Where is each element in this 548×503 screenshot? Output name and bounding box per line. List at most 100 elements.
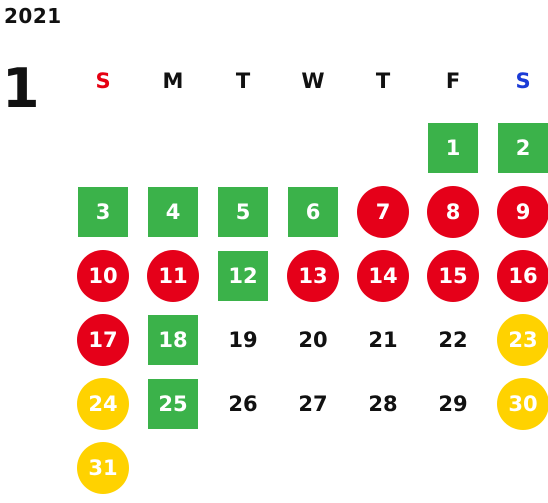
empty-cell xyxy=(208,116,278,180)
day-number: 19 xyxy=(228,328,258,352)
day-number: 25 xyxy=(158,392,188,416)
day-number: 7 xyxy=(375,200,391,224)
day-cell[interactable]: 27 xyxy=(278,372,348,436)
day-number: 18 xyxy=(158,328,188,352)
day-cell[interactable]: 29 xyxy=(418,372,488,436)
day-cell[interactable]: 30 xyxy=(488,372,548,436)
day-marker xyxy=(77,442,129,494)
day-cell[interactable]: 23 xyxy=(488,308,548,372)
day-marker xyxy=(427,186,479,238)
day-cell[interactable]: 21 xyxy=(348,308,418,372)
day-marker xyxy=(77,250,129,302)
month-number: 1 xyxy=(2,57,40,120)
day-cell[interactable]: 19 xyxy=(208,308,278,372)
empty-cell xyxy=(278,116,348,180)
day-cell[interactable]: 9 xyxy=(488,180,548,244)
day-number: 8 xyxy=(445,200,461,224)
weekday-thursday: T xyxy=(375,69,391,93)
day-marker xyxy=(287,250,339,302)
day-number: 9 xyxy=(515,200,531,224)
day-marker xyxy=(497,186,548,238)
day-number: 4 xyxy=(165,200,181,224)
day-cell[interactable]: 10 xyxy=(68,244,138,308)
day-number: 28 xyxy=(368,392,398,416)
day-number: 11 xyxy=(158,264,188,288)
day-marker xyxy=(288,187,338,237)
empty-cell xyxy=(68,116,138,180)
day-number: 2 xyxy=(515,136,531,160)
day-marker xyxy=(148,315,198,365)
day-cell[interactable]: 25 xyxy=(138,372,208,436)
empty-cell xyxy=(138,116,208,180)
day-number: 22 xyxy=(438,328,468,352)
day-cell[interactable]: 11 xyxy=(138,244,208,308)
weekday-wednesday: W xyxy=(301,69,325,93)
day-cell[interactable]: 4 xyxy=(138,180,208,244)
day-marker xyxy=(357,250,409,302)
day-cell[interactable]: 12 xyxy=(208,244,278,308)
day-cell[interactable]: 1 xyxy=(418,116,488,180)
day-marker xyxy=(498,123,548,173)
day-cell[interactable]: 18 xyxy=(138,308,208,372)
day-cell[interactable]: 2 xyxy=(488,116,548,180)
day-marker xyxy=(497,314,548,366)
day-cell[interactable]: 3 xyxy=(68,180,138,244)
day-number: 5 xyxy=(235,200,251,224)
day-number: 30 xyxy=(508,392,538,416)
weekday-friday: F xyxy=(445,69,461,93)
day-marker xyxy=(148,187,198,237)
day-number: 20 xyxy=(298,328,328,352)
day-number: 21 xyxy=(368,328,398,352)
day-cell[interactable]: 5 xyxy=(208,180,278,244)
day-marker xyxy=(218,251,268,301)
day-marker xyxy=(497,250,548,302)
day-marker xyxy=(77,314,129,366)
day-marker xyxy=(77,378,129,430)
day-number: 23 xyxy=(508,328,538,352)
day-marker xyxy=(497,378,548,430)
day-marker xyxy=(427,250,479,302)
day-cell[interactable]: 16 xyxy=(488,244,548,308)
day-number: 27 xyxy=(298,392,328,416)
weekday-monday: M xyxy=(162,69,184,93)
day-number: 24 xyxy=(88,392,118,416)
day-cell[interactable]: 28 xyxy=(348,372,418,436)
day-marker xyxy=(428,123,478,173)
day-cell[interactable]: 20 xyxy=(278,308,348,372)
day-cell[interactable]: 8 xyxy=(418,180,488,244)
day-cell[interactable]: 6 xyxy=(278,180,348,244)
day-number: 15 xyxy=(438,264,468,288)
day-number: 12 xyxy=(228,264,258,288)
day-number: 14 xyxy=(368,264,398,288)
day-cell[interactable]: 15 xyxy=(418,244,488,308)
day-cell[interactable]: 26 xyxy=(208,372,278,436)
day-cell[interactable]: 13 xyxy=(278,244,348,308)
day-marker xyxy=(218,187,268,237)
day-number: 6 xyxy=(305,200,321,224)
day-marker xyxy=(147,250,199,302)
day-number: 26 xyxy=(228,392,258,416)
day-marker xyxy=(357,186,409,238)
day-cell[interactable]: 17 xyxy=(68,308,138,372)
day-marker xyxy=(148,379,198,429)
day-number: 16 xyxy=(508,264,538,288)
day-cell[interactable]: 31 xyxy=(68,436,138,500)
empty-cell xyxy=(348,116,418,180)
day-cell[interactable]: 14 xyxy=(348,244,418,308)
day-number: 1 xyxy=(445,136,461,160)
day-cell[interactable]: 7 xyxy=(348,180,418,244)
day-number: 10 xyxy=(88,264,118,288)
weekday-saturday: S xyxy=(515,69,531,93)
weekday-tuesday: T xyxy=(235,69,251,93)
day-number: 29 xyxy=(438,392,468,416)
day-number: 31 xyxy=(88,456,118,480)
day-number: 3 xyxy=(95,200,111,224)
weekday-sunday: S xyxy=(95,69,111,93)
day-number: 17 xyxy=(88,328,118,352)
day-marker xyxy=(78,187,128,237)
day-cell[interactable]: 22 xyxy=(418,308,488,372)
year-label: 2021 xyxy=(4,4,62,28)
day-cell[interactable]: 24 xyxy=(68,372,138,436)
day-number: 13 xyxy=(298,264,328,288)
